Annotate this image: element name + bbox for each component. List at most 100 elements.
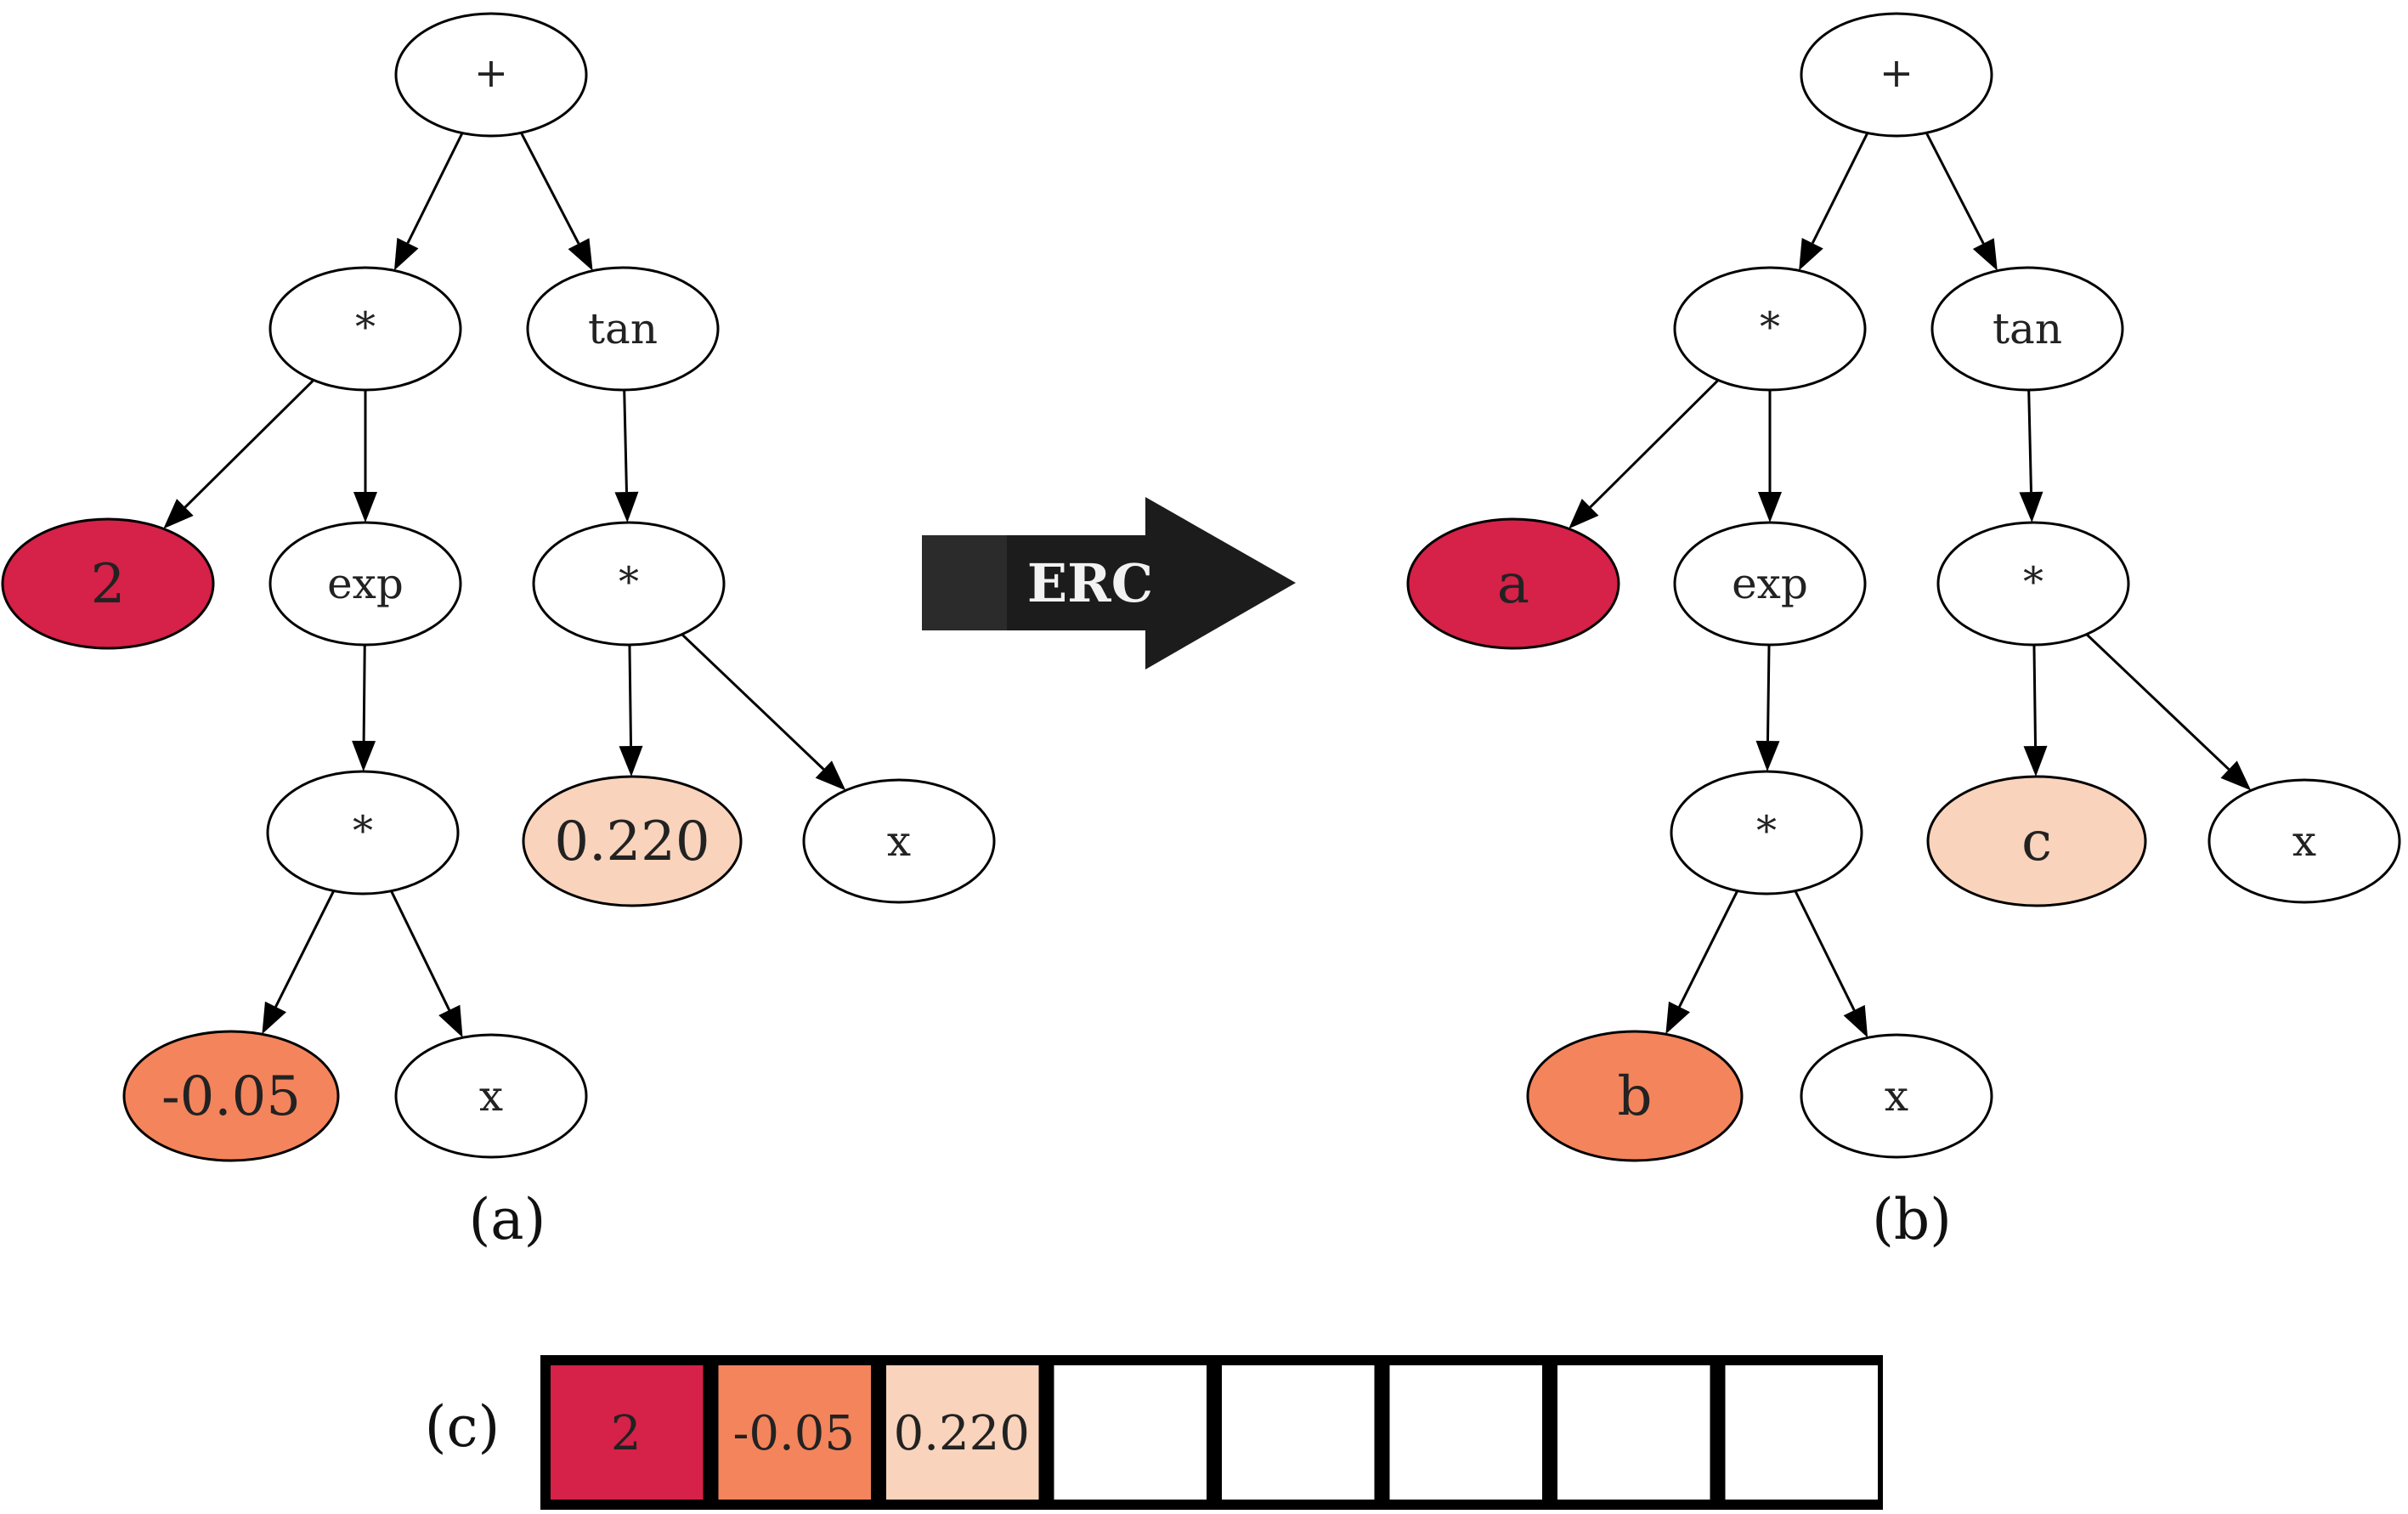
arrowhead-icon — [1758, 492, 1782, 523]
edge-a-a_mul1-a_exp — [353, 390, 377, 523]
arrowhead-icon — [438, 1004, 463, 1038]
node-ellipse — [1926, 775, 2147, 907]
edge-b-b_plus-b_tan — [1925, 132, 1998, 271]
node-ellipse — [266, 770, 460, 895]
edge-a-a_exp-a_mul3 — [352, 644, 376, 772]
edge-line — [681, 633, 825, 771]
array-cell-0: 2 — [551, 1365, 704, 1500]
edge-a-a_mul3-a_cneg — [262, 890, 336, 1035]
edge-line — [623, 389, 628, 493]
array-cell-label: -0.05 — [732, 1406, 855, 1461]
tree-node-b_x2: x — [1800, 1033, 1993, 1159]
array-cell-box — [1389, 1365, 1542, 1500]
edge-b-b_mul1-b_exp — [1758, 390, 1782, 523]
arrowhead-icon — [163, 499, 194, 529]
node-label: exp — [327, 559, 404, 608]
arrowhead-icon — [1972, 238, 1998, 271]
arrowhead-icon — [353, 492, 377, 523]
edge-line — [1925, 132, 1985, 245]
array-cell-label: 0.220 — [894, 1406, 1030, 1461]
node-label: x — [1885, 1071, 1908, 1121]
caption-c: (c) — [425, 1394, 500, 1460]
arrowhead-icon — [1843, 1004, 1868, 1038]
tree-node-a_cneg: -0.05 — [122, 1030, 340, 1162]
array-cell-box — [1725, 1365, 1878, 1500]
edge-b-b_mul2-b_x1 — [2085, 633, 2252, 791]
node-label: 0.220 — [554, 811, 709, 873]
array-cell-2: 0.220 — [886, 1365, 1039, 1500]
arrowhead-icon — [2220, 760, 2252, 791]
edge-a-a_mul3-a_x2 — [390, 890, 463, 1038]
edge-line — [2085, 633, 2230, 771]
node-label: * — [2023, 558, 2043, 606]
node-ellipse — [1, 517, 215, 650]
array-cell-label: 2 — [611, 1406, 642, 1461]
edge-b-b_mul3-b_x2 — [1794, 890, 1868, 1038]
tree-node-b_plus: + — [1800, 12, 1993, 138]
node-ellipse — [1936, 521, 2130, 647]
edge-line — [2027, 389, 2032, 493]
node-ellipse — [394, 1033, 588, 1159]
node-ellipse — [2207, 778, 2401, 904]
tree-node-a_mul3: * — [266, 770, 460, 895]
node-ellipse — [1526, 1030, 1744, 1162]
array-cell-box — [718, 1365, 871, 1500]
arrowhead-icon — [619, 745, 643, 777]
caption-a: (a) — [469, 1187, 546, 1252]
tree-node-b_b: b — [1526, 1030, 1744, 1162]
node-ellipse — [1930, 266, 2124, 392]
arrowhead-icon — [1755, 740, 1780, 772]
arrowhead-icon — [1799, 237, 1823, 271]
node-ellipse — [1800, 1033, 1993, 1159]
erc-array: (c) 2 -0.05 0.220 — [425, 1355, 1883, 1510]
edge-line — [274, 890, 336, 1008]
array-cell-3 — [1054, 1365, 1207, 1500]
array-cell-box — [886, 1365, 1039, 1500]
arrowhead-icon — [614, 491, 639, 523]
node-label: tan — [588, 304, 658, 353]
node-ellipse — [268, 266, 462, 392]
array-cell-box — [1557, 1365, 1710, 1500]
node-label: -0.05 — [161, 1065, 301, 1128]
node-ellipse — [522, 775, 743, 907]
edge-b-b_mul1-b_a — [1569, 379, 1720, 529]
tree-node-b_mul2: * — [1936, 521, 2130, 647]
caption-b: (b) — [1872, 1187, 1952, 1252]
node-label: a — [1497, 553, 1529, 616]
node-label: c — [2021, 811, 2052, 873]
array-cell-box — [1222, 1365, 1375, 1500]
node-ellipse — [394, 12, 588, 138]
tree-node-a_const2: 2 — [1, 517, 215, 650]
tree-node-a_exp: exp — [268, 521, 462, 647]
array-cell-6 — [1557, 1365, 1710, 1500]
arrowhead-icon — [1569, 499, 1599, 529]
node-label: * — [619, 558, 639, 606]
tree-node-b_tan: tan — [1930, 266, 2124, 392]
edge-line — [406, 132, 464, 244]
array-cell-5 — [1389, 1365, 1542, 1500]
array-cell-7 — [1725, 1365, 1878, 1500]
node-label: 2 — [91, 553, 126, 616]
tree-node-a_plus: + — [394, 12, 588, 138]
tree-node-a_x2: x — [394, 1033, 588, 1159]
arrowhead-icon — [2019, 491, 2043, 523]
node-label: * — [353, 807, 373, 855]
tree-node-b_exp: exp — [1673, 521, 1867, 647]
edge-a-a_mul2-a_c0220 — [619, 644, 643, 777]
edge-line — [1794, 890, 1856, 1011]
edge-b-b_mul2-b_c — [2023, 644, 2048, 777]
node-ellipse — [1800, 12, 1993, 138]
edge-a-a_plus-a_mul1 — [393, 132, 464, 271]
node-label: + — [1879, 49, 1913, 97]
tree-node-b_c: c — [1926, 775, 2147, 907]
arrowhead-icon — [2023, 745, 2048, 777]
node-ellipse — [1673, 266, 1867, 392]
node-ellipse — [1406, 517, 1620, 650]
tree-node-b_mul3: * — [1670, 770, 1863, 895]
node-ellipse — [532, 521, 726, 647]
array-cell-1: -0.05 — [718, 1365, 871, 1500]
node-ellipse — [122, 1030, 340, 1162]
edge-line — [2032, 644, 2038, 747]
